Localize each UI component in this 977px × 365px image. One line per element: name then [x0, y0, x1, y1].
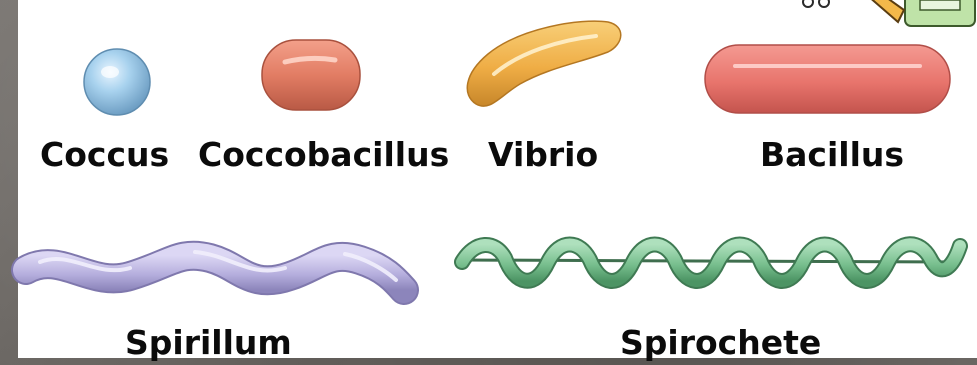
- vibrio-shape: [467, 21, 620, 106]
- label-vibrio: Vibrio: [488, 138, 598, 171]
- spirillum-shape: [26, 252, 404, 290]
- pencil-notepad-icon: [803, 0, 975, 26]
- coccobacillus-shape: [262, 40, 360, 110]
- label-coccobacillus: Coccobacillus: [198, 138, 449, 171]
- label-spirochete: Spirochete: [620, 326, 821, 359]
- label-coccus: Coccus: [40, 138, 169, 171]
- label-bacillus: Bacillus: [760, 138, 904, 171]
- bacillus-shape: [705, 45, 950, 113]
- spirochete-shape: [462, 244, 960, 281]
- coccus-shape: [84, 49, 150, 115]
- label-spirillum: Spirillum: [125, 326, 292, 359]
